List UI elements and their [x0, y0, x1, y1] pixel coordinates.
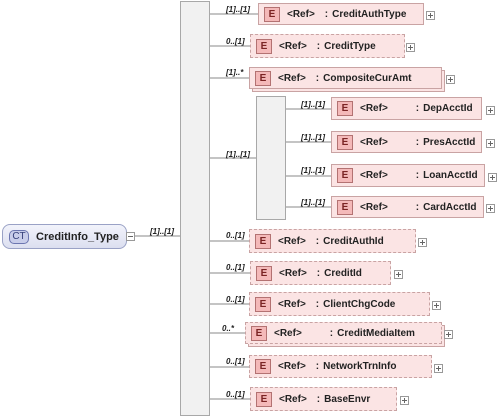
sequence-compositor[interactable]: [180, 1, 210, 416]
expand-icon[interactable]: [486, 204, 495, 213]
element-name: CompositeCurAmt: [323, 72, 412, 84]
expand-icon[interactable]: [394, 270, 403, 279]
element-badge: E: [337, 199, 353, 215]
inner-sequence-cardinality: [1]..[1]: [226, 150, 250, 159]
cardinality-label: [1]..[1]: [301, 166, 325, 175]
ref-label: <Ref>: [360, 103, 388, 114]
cardinality-label: [1]..[1]: [301, 133, 325, 142]
cardinality-label: 0..[1]: [226, 390, 245, 399]
ref-label: <Ref>: [360, 170, 388, 181]
element-name: DepAcctId: [423, 103, 473, 114]
separator-colon: :: [415, 136, 420, 148]
element-name: CreditId: [324, 267, 362, 279]
separator-colon: :: [315, 72, 320, 84]
separator-colon: :: [324, 8, 329, 20]
cardinality-label: 0..[1]: [226, 263, 245, 272]
element-name: CreditAuthType: [332, 8, 407, 20]
element-badge: E: [251, 325, 267, 341]
complex-type-badge: CT: [9, 229, 29, 244]
ref-label: <Ref>: [278, 361, 306, 372]
cardinality-label: 0..*: [222, 324, 235, 333]
expand-icon[interactable]: [406, 43, 415, 52]
element-node-credit-type[interactable]: E <Ref>:CreditType: [250, 34, 405, 58]
element-badge: E: [337, 101, 353, 116]
expand-icon[interactable]: [400, 396, 409, 405]
ref-label: <Ref>: [360, 201, 388, 213]
separator-colon: :: [329, 327, 334, 339]
element-node-credit-auth-type[interactable]: E <Ref>:CreditAuthType: [258, 3, 424, 25]
element-node-loan-acct-id[interactable]: E <Ref>:LoanAcctId: [331, 164, 485, 187]
element-name: CreditType: [324, 40, 376, 52]
element-name: CreditAuthId: [323, 235, 384, 247]
cardinality-label: [1]..*: [226, 68, 244, 77]
cardinality-label: 0..[1]: [226, 37, 245, 46]
element-badge: E: [256, 38, 272, 54]
element-node-card-acct-id[interactable]: E <Ref>:CardAcctId: [331, 196, 484, 218]
cardinality-label: [1]..[1]: [301, 100, 325, 109]
element-badge: E: [256, 391, 272, 407]
cardinality-label: [1]..[1]: [150, 227, 174, 236]
element-badge: E: [255, 233, 271, 249]
element-node-dep-acct-id[interactable]: E <Ref>:DepAcctId: [331, 97, 482, 120]
separator-colon: :: [315, 361, 320, 372]
ref-label: <Ref>: [278, 72, 306, 84]
complex-type-node[interactable]: CT CreditInfo_Type: [2, 224, 127, 249]
cardinality-label: 0..[1]: [226, 231, 245, 240]
expand-icon[interactable]: [418, 238, 427, 247]
collapse-icon[interactable]: [126, 232, 135, 241]
element-node-client-chg-code[interactable]: E <Ref>:ClientChgCode: [249, 292, 430, 316]
expand-icon[interactable]: [486, 106, 495, 115]
element-name: CreditMediaItem: [337, 327, 415, 339]
element-node-network-trn-info[interactable]: E <Ref>:NetworkTrnInfo: [249, 355, 432, 378]
separator-colon: :: [415, 201, 420, 213]
element-name: CardAcctId: [423, 201, 477, 213]
separator-colon: :: [415, 170, 420, 181]
ref-label: <Ref>: [278, 235, 306, 247]
element-name: LoanAcctId: [423, 170, 478, 181]
inner-sequence-compositor[interactable]: [256, 96, 286, 220]
cardinality-label: [1]..[1]: [226, 5, 250, 14]
cardinality-label: [1]..[1]: [301, 198, 325, 207]
element-badge: E: [337, 134, 353, 150]
expand-icon[interactable]: [486, 139, 495, 148]
expand-icon[interactable]: [426, 11, 435, 20]
element-badge: E: [255, 296, 271, 312]
ref-label: <Ref>: [287, 8, 315, 20]
element-badge: E: [337, 168, 353, 183]
ref-label: <Ref>: [278, 298, 306, 310]
expand-icon[interactable]: [446, 75, 455, 84]
element-badge: E: [264, 6, 280, 22]
ref-label: <Ref>: [279, 267, 307, 279]
separator-colon: :: [315, 298, 320, 310]
element-name: NetworkTrnInfo: [323, 361, 397, 372]
separator-colon: :: [316, 267, 321, 279]
ref-label: <Ref>: [279, 40, 307, 52]
element-badge: E: [255, 359, 271, 374]
element-node-pres-acct-id[interactable]: E <Ref>:PresAcctId: [331, 131, 482, 153]
separator-colon: :: [315, 235, 320, 247]
element-badge: E: [255, 70, 271, 86]
expand-icon[interactable]: [432, 301, 441, 310]
expand-icon[interactable]: [444, 330, 453, 339]
expand-icon[interactable]: [488, 173, 497, 182]
element-name: PresAcctId: [423, 136, 476, 148]
element-name: BaseEnvr: [324, 393, 371, 405]
ref-label: <Ref>: [279, 393, 307, 405]
cardinality-label: 0..[1]: [226, 295, 245, 304]
element-node-composite-cur-amt[interactable]: E <Ref>:CompositeCurAmt: [249, 67, 442, 89]
separator-colon: :: [316, 393, 321, 405]
ref-label: <Ref>: [274, 327, 302, 339]
complex-type-name: CreditInfo_Type: [36, 230, 119, 243]
ref-label: <Ref>: [360, 136, 388, 148]
element-badge: E: [256, 265, 272, 281]
separator-colon: :: [316, 40, 321, 52]
separator-colon: :: [415, 103, 420, 114]
expand-icon[interactable]: [434, 364, 443, 373]
element-node-credit-id[interactable]: E <Ref>:CreditId: [250, 261, 391, 285]
element-node-credit-media-item[interactable]: E <Ref>:CreditMediaItem: [245, 322, 442, 344]
element-node-base-envr[interactable]: E <Ref>:BaseEnvr: [250, 387, 397, 411]
element-name: ClientChgCode: [323, 298, 396, 310]
cardinality-label: 0..[1]: [226, 357, 245, 366]
element-node-credit-auth-id[interactable]: E <Ref>:CreditAuthId: [249, 229, 416, 253]
